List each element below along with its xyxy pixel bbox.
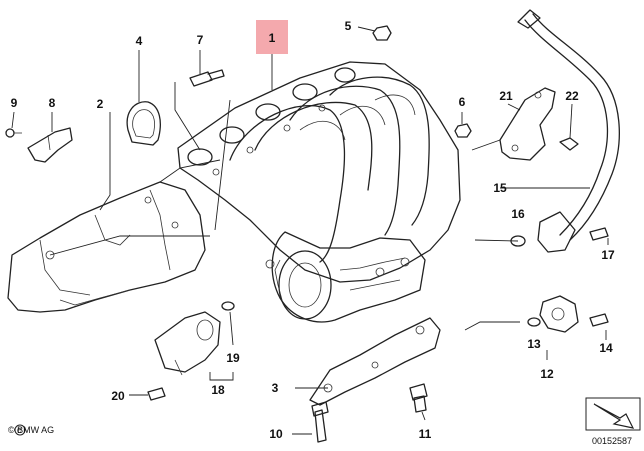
breather-hose <box>517 9 620 253</box>
svg-text:c: c <box>17 425 22 435</box>
callout-16: 16 <box>511 207 525 221</box>
bolt-7 <box>189 69 225 87</box>
screw-17 <box>589 227 609 241</box>
bolt-10 <box>311 401 329 443</box>
screw-9 <box>5 128 22 138</box>
cover-shield <box>7 181 206 313</box>
bracket-21 <box>499 87 556 161</box>
callout-21: 21 <box>499 89 513 103</box>
callout-10: 10 <box>269 427 283 441</box>
callout-9: 9 <box>11 96 18 110</box>
bracket-8 <box>27 127 73 163</box>
callout-11: 11 <box>419 427 432 441</box>
sensor-18 <box>154 311 221 376</box>
gasket-ring <box>126 101 161 146</box>
callout-4: 4 <box>136 34 143 48</box>
callout-5: 5 <box>345 19 352 33</box>
bmw-logo-icon: c <box>14 424 26 436</box>
copyright-text: © BMW AG <box>8 425 54 435</box>
callout-1-highlight <box>256 20 288 54</box>
screw-14 <box>589 313 609 327</box>
callout-2: 2 <box>97 97 104 111</box>
callout-14: 14 <box>599 341 613 355</box>
callout-12: 12 <box>540 367 554 381</box>
callout-3: 3 <box>272 381 279 395</box>
callout-8: 8 <box>49 96 56 110</box>
sensor-12 <box>539 295 579 333</box>
nut-6 <box>454 123 472 138</box>
diagram-number: 00152587 <box>592 436 632 446</box>
intake-manifold <box>177 61 461 323</box>
screw-22 <box>559 137 579 151</box>
bracket-3 <box>309 317 441 406</box>
callout-22: 22 <box>565 89 579 103</box>
bolt-11 <box>409 383 428 413</box>
callout-6: 6 <box>459 95 466 109</box>
callout-1: 1 <box>269 31 276 45</box>
screw-20 <box>147 387 166 401</box>
callout-15: 15 <box>493 181 507 195</box>
callout-19: 19 <box>226 351 240 365</box>
direction-arrow-icon <box>585 397 641 431</box>
callout-20: 20 <box>111 389 125 403</box>
o-ring-19 <box>221 301 235 311</box>
callout-18: 18 <box>211 383 225 397</box>
callout-17: 17 <box>601 248 615 262</box>
nut-5 <box>372 25 392 41</box>
leader-lines <box>11 26 609 435</box>
o-ring-13 <box>527 317 541 327</box>
callout-13: 13 <box>527 337 541 351</box>
callout-7: 7 <box>197 33 204 47</box>
callout-labels: 1 2 3 4 5 6 7 8 9 10 11 12 13 14 15 16 1… <box>11 19 615 441</box>
